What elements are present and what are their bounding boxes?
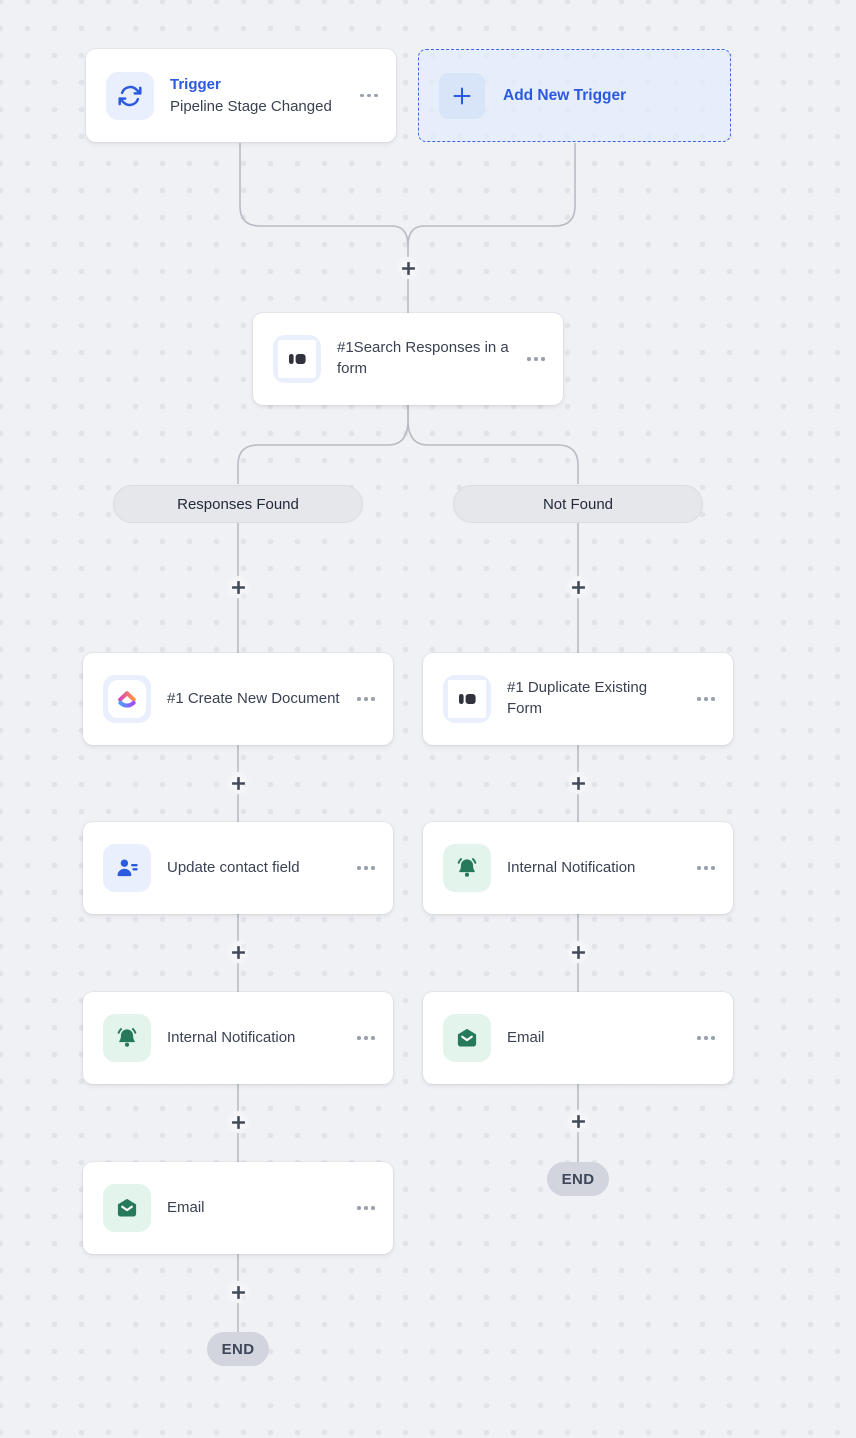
add-step-button[interactable]: [225, 939, 251, 965]
more-options-icon[interactable]: [697, 860, 715, 876]
add-step-button[interactable]: [395, 255, 421, 281]
step-card-create-new-document[interactable]: #1 Create New Document: [83, 653, 393, 745]
step-card-email[interactable]: Email: [83, 1162, 393, 1254]
add-step-button[interactable]: [225, 574, 251, 600]
step-title: #1 Create New Document: [167, 689, 340, 707]
add-step-button[interactable]: [225, 1109, 251, 1135]
branch-label-not-found: Not Found: [453, 485, 703, 523]
email-icon: [443, 1014, 491, 1062]
step-card-internal-notification[interactable]: Internal Notification: [423, 822, 733, 914]
trigger-card[interactable]: Trigger Pipeline Stage Changed: [86, 49, 396, 142]
add-new-trigger-button[interactable]: Add New Trigger: [418, 49, 731, 142]
branch-label-responses-found: Responses Found: [113, 485, 363, 523]
step-title: Internal Notification: [167, 1028, 296, 1046]
step-title: Email: [167, 1198, 205, 1216]
step-title: Internal Notification: [507, 858, 636, 876]
more-options-icon[interactable]: [697, 1030, 715, 1046]
add-step-button[interactable]: [225, 1279, 251, 1305]
step-title: Email: [507, 1028, 545, 1046]
add-new-trigger-label: Add New Trigger: [503, 86, 627, 104]
more-options-icon[interactable]: [357, 1030, 375, 1046]
contact-icon: [103, 844, 151, 892]
more-options-icon[interactable]: [357, 860, 375, 876]
bell-icon: [103, 1014, 151, 1062]
trigger-label: Trigger: [170, 75, 221, 93]
sync-icon: [106, 71, 154, 120]
more-options-icon[interactable]: [697, 691, 715, 707]
form-icon: [443, 675, 491, 723]
trigger-text: Trigger Pipeline Stage Changed: [170, 74, 344, 118]
end-node-right: END: [547, 1162, 609, 1196]
step-title: #1Search Responses in a form: [337, 339, 509, 377]
step-title: Update contact field: [167, 858, 300, 876]
step-title: #1 Duplicate Existing Form: [507, 679, 648, 717]
add-step-button[interactable]: [565, 770, 591, 796]
more-options-icon[interactable]: [357, 1200, 375, 1216]
add-step-button[interactable]: [565, 574, 591, 600]
add-step-button[interactable]: [565, 939, 591, 965]
more-options-icon[interactable]: [527, 351, 545, 367]
trigger-name: Pipeline Stage Changed: [170, 97, 332, 115]
step-card-search-responses[interactable]: #1Search Responses in a form: [253, 313, 563, 405]
plus-icon: [439, 72, 485, 119]
add-step-button[interactable]: [565, 1108, 591, 1134]
step-card-internal-notification[interactable]: Internal Notification: [83, 992, 393, 1084]
form-icon: [273, 335, 321, 383]
step-card-duplicate-existing-form[interactable]: #1 Duplicate Existing Form: [423, 653, 733, 745]
clickup-icon: [103, 675, 151, 723]
add-step-button[interactable]: [225, 770, 251, 796]
bell-icon: [443, 844, 491, 892]
step-card-update-contact-field[interactable]: Update contact field: [83, 822, 393, 914]
end-node-left: END: [207, 1332, 269, 1366]
more-options-icon[interactable]: [360, 88, 378, 104]
more-options-icon[interactable]: [357, 691, 375, 707]
email-icon: [103, 1184, 151, 1232]
step-card-email[interactable]: Email: [423, 992, 733, 1084]
